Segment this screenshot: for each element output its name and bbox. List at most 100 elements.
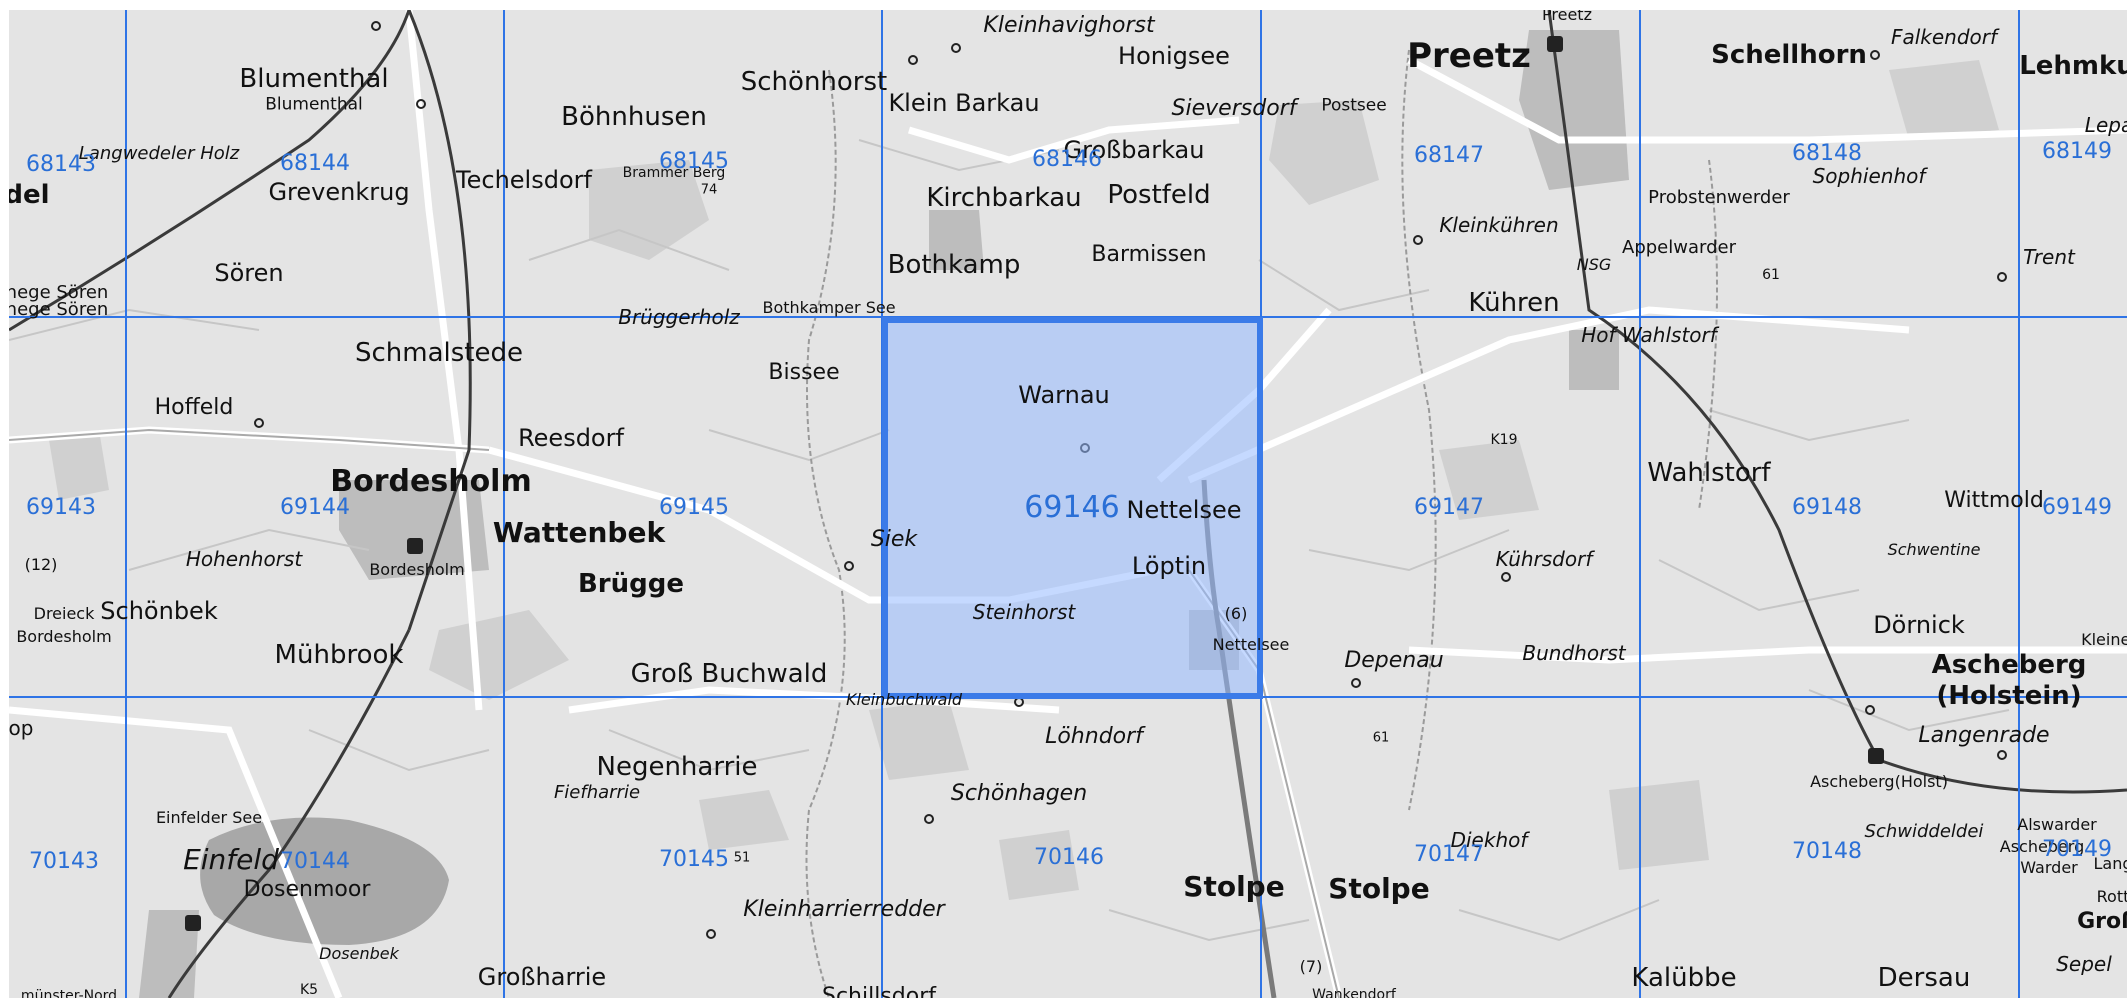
place-label: Wittmold <box>1944 488 2044 513</box>
grid-cell-label[interactable]: 70145 <box>659 847 729 872</box>
place-label: Alswarder <box>2017 815 2097 834</box>
place-label: münster-Nord <box>20 988 118 998</box>
terrain-patches <box>49 60 1999 900</box>
place-label: Brüggerholz <box>618 305 740 329</box>
place-label: Nettelsee <box>1212 635 1290 654</box>
place-label: Brügge <box>577 569 685 599</box>
place-label: Negenharrie <box>596 752 758 782</box>
place-label: Schönhorst <box>740 67 888 97</box>
grid-cell-label[interactable]: 68145 <box>659 149 729 174</box>
place-label: Schwentine <box>1887 540 1981 559</box>
place-label: hege Sören <box>9 282 109 303</box>
railways <box>9 10 2127 998</box>
place-label: Dreieck <box>33 604 95 623</box>
place-label: Postfeld <box>1107 180 1211 210</box>
place-label: Ascheberg(Holst) <box>1810 772 1948 791</box>
selected-grid-cell[interactable] <box>882 317 1263 699</box>
place-label: K19 <box>1490 432 1518 448</box>
grid-cell-label[interactable]: 68148 <box>1792 141 1862 166</box>
place-label: Langwedeler Holz <box>78 143 240 164</box>
place-label: Wattenbek <box>492 516 666 549</box>
place-label: (7) <box>1299 957 1323 976</box>
grid-cell-label[interactable]: 70143 <box>29 849 99 874</box>
grid-cell-label[interactable]: 68144 <box>280 151 350 176</box>
place-label: Klein Barkau <box>888 89 1040 117</box>
place-label: Blumenthal <box>265 94 363 115</box>
place-label: NSG <box>1576 255 1612 274</box>
place-label: Sören <box>214 259 284 287</box>
place-label: Falkendorf <box>1890 25 1998 49</box>
place-label: Fiefharrie <box>553 782 641 803</box>
place-label: Appelwarder <box>1622 237 1736 258</box>
place-label: 61 <box>1762 267 1780 283</box>
place-label: Löptin <box>1131 552 1207 580</box>
place-label: Groß Buchwald <box>630 659 828 689</box>
place-label: Wahlstorf <box>1647 458 1771 488</box>
place-label: Dörnick <box>1873 611 1965 639</box>
dosenmoor-area <box>200 817 449 945</box>
place-label: Schillsdorf <box>821 984 937 998</box>
place-label: Siek <box>870 527 918 552</box>
grid-cell-label[interactable]: 68149 <box>2042 139 2112 164</box>
place-label: Barmissen <box>1091 242 1207 267</box>
place-label: Ascheberg <box>1931 650 2087 680</box>
grid-cell-label[interactable]: 70149 <box>2042 837 2112 862</box>
grid-cell-label[interactable]: 70146 <box>1034 845 1104 870</box>
place-label: Ascheberg <box>1999 837 2085 856</box>
place-label: Kührsdorf <box>1495 547 1593 571</box>
place-label: Mühbrook <box>274 640 404 670</box>
place-label: Einfelder See <box>155 808 263 827</box>
place-label: Böhnhusen <box>561 102 707 132</box>
place-label: Wankendorf <box>1312 987 1396 998</box>
grid-cell-label[interactable]: 69145 <box>659 495 729 520</box>
grid-cell-label[interactable]: 68143 <box>26 152 96 177</box>
grid-cell-label[interactable]: 70148 <box>1792 839 1862 864</box>
place-label: Hohenhorst <box>185 547 303 571</box>
grid-cell-label[interactable]: 69147 <box>1414 495 1484 520</box>
place-label: Kleiner <box>2081 630 2127 649</box>
place-label: Groß <box>2077 909 2127 934</box>
place-label: Löhndorf <box>1045 724 1143 749</box>
place-label: Lehmku <box>2019 51 2127 81</box>
place-label: Stolpe <box>1183 870 1285 903</box>
water-courses <box>805 49 1718 998</box>
place-label: Rott <box>2096 887 2127 906</box>
grid-cell-label[interactable]: 68147 <box>1414 143 1484 168</box>
place-label: hege Sören <box>9 299 109 320</box>
grid-cell-label[interactable]: 70147 <box>1414 842 1484 867</box>
grid-cell-label[interactable]: 69144 <box>280 495 350 520</box>
grid-cell-label[interactable]: 69149 <box>2042 495 2112 520</box>
grid-cell-label[interactable]: 69148 <box>1792 495 1862 520</box>
grid-cell-label[interactable]: 69143 <box>26 495 96 520</box>
place-label: Schwiddeldei <box>1864 821 1984 842</box>
place-label: op <box>9 716 34 740</box>
place-label: Lepa <box>2084 113 2127 137</box>
place-label: Lang <box>2093 854 2127 873</box>
place-label: Kleinhavighorst <box>983 13 1155 38</box>
place-label: Bordesholm <box>369 560 465 579</box>
place-label: Steinhorst <box>972 600 1076 624</box>
field-boundaries <box>9 139 2010 942</box>
place-label: Sepel <box>2056 952 2112 976</box>
place-label: 51 <box>733 850 751 866</box>
place-label: 61 <box>1372 730 1390 746</box>
grid-cell-label[interactable]: 70144 <box>280 849 350 874</box>
place-label: Trent <box>2023 245 2075 269</box>
grid-cell-label[interactable]: 69146 <box>1024 490 1120 525</box>
place-label: Bordesholm <box>330 464 532 499</box>
place-label: Kirchbarkau <box>926 183 1082 213</box>
place-label: Postsee <box>1321 95 1387 116</box>
place-label: Kalübbe <box>1631 963 1737 993</box>
place-label: Schellhorn <box>1711 40 1867 70</box>
place-label: Dersau <box>1877 963 1971 993</box>
grid-cell-label[interactable]: 68146 <box>1032 147 1102 172</box>
place-label: Probstenwerder <box>1648 187 1790 208</box>
place-label: Kühren <box>1468 288 1560 318</box>
place-label: Grevenkrug <box>268 178 410 206</box>
place-label: Reesdorf <box>518 424 624 452</box>
place-label: Blumenthal <box>239 64 389 94</box>
place-label: Schönhagen <box>950 781 1088 806</box>
place-label: Nettelsee <box>1126 496 1242 524</box>
place-label: Bothkamper See <box>762 298 896 317</box>
